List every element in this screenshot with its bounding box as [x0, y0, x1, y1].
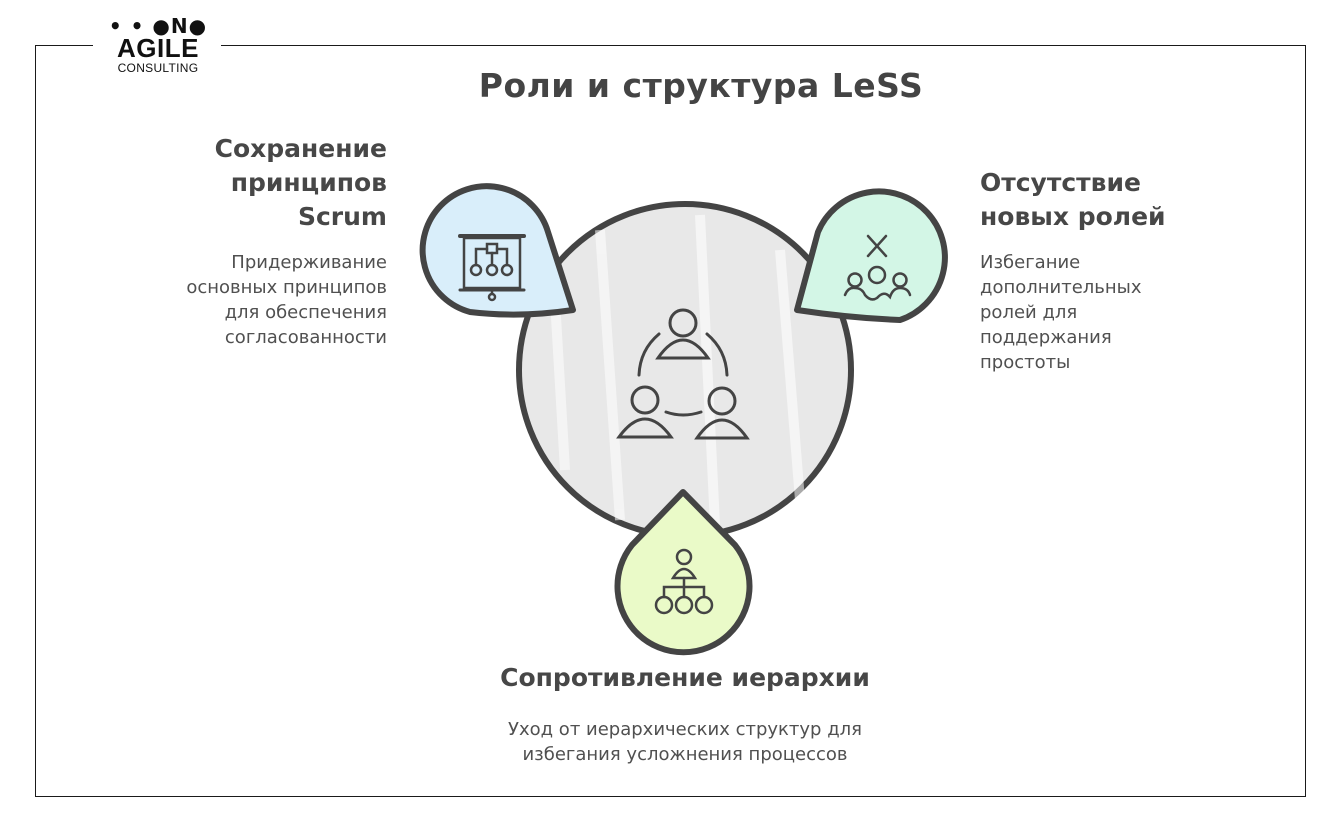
title-line: Scrum — [297, 202, 387, 231]
node-no-roles-title: Отсутствие новых ролей — [980, 166, 1220, 234]
title-line: Сохранение — [214, 134, 387, 163]
node-no-roles-description: Избегание дополнительных ролей для подде… — [980, 250, 1220, 375]
team-circle-icon — [616, 308, 750, 440]
node-scrum-description: Придерживание основных принципов для обе… — [127, 250, 387, 350]
node-scrum-text: Сохранение принципов Scrum Придерживание… — [127, 132, 387, 350]
desc-line: Придерживание — [231, 252, 387, 273]
logo-sub-text: CONSULTING — [117, 61, 199, 75]
no-new-roles-icon — [843, 234, 912, 301]
title-line: Сопротивление иерархии — [500, 663, 870, 692]
desc-line: основных принципов — [186, 277, 387, 298]
company-logo: • • ●N● AGILE CONSULTING — [108, 16, 208, 76]
desc-line: дополнительных — [980, 277, 1142, 298]
node-hierarchy-bubble — [614, 489, 753, 656]
title-line: новых ролей — [980, 202, 1166, 231]
node-no-roles-bubble — [794, 188, 948, 323]
desc-line: поддержания — [980, 327, 1112, 348]
desc-line: Уход от иерархических структур для — [508, 719, 862, 740]
desc-line: для обеспечения — [224, 302, 387, 323]
node-hierarchy-text: Сопротивление иерархии Уход от иерархиче… — [430, 661, 940, 767]
node-hierarchy-title: Сопротивление иерархии — [430, 661, 940, 695]
node-no-roles-text: Отсутствие новых ролей Избегание дополни… — [980, 166, 1220, 375]
desc-line: Избегание — [980, 252, 1081, 273]
node-scrum-title: Сохранение принципов Scrum — [127, 132, 387, 234]
logo-dots: • • ●N● — [108, 14, 208, 38]
title-line: Отсутствие — [980, 168, 1141, 197]
org-hierarchy-icon — [654, 548, 714, 615]
title-line: принципов — [230, 168, 387, 197]
desc-line: согласованности — [224, 327, 387, 348]
desc-line: простоты — [980, 352, 1071, 373]
node-hierarchy-description: Уход от иерархических структур для избег… — [430, 717, 940, 767]
center-circle — [516, 201, 854, 539]
frame-gap — [93, 38, 221, 52]
presentation-hierarchy-icon — [458, 234, 526, 302]
desc-line: избегания усложнения процессов — [522, 744, 848, 765]
page-title: Роли и структура LeSS — [478, 66, 924, 105]
desc-line: ролей для — [980, 302, 1078, 323]
logo-main-text: AGILE — [117, 33, 199, 63]
diagram-frame — [35, 45, 1306, 797]
